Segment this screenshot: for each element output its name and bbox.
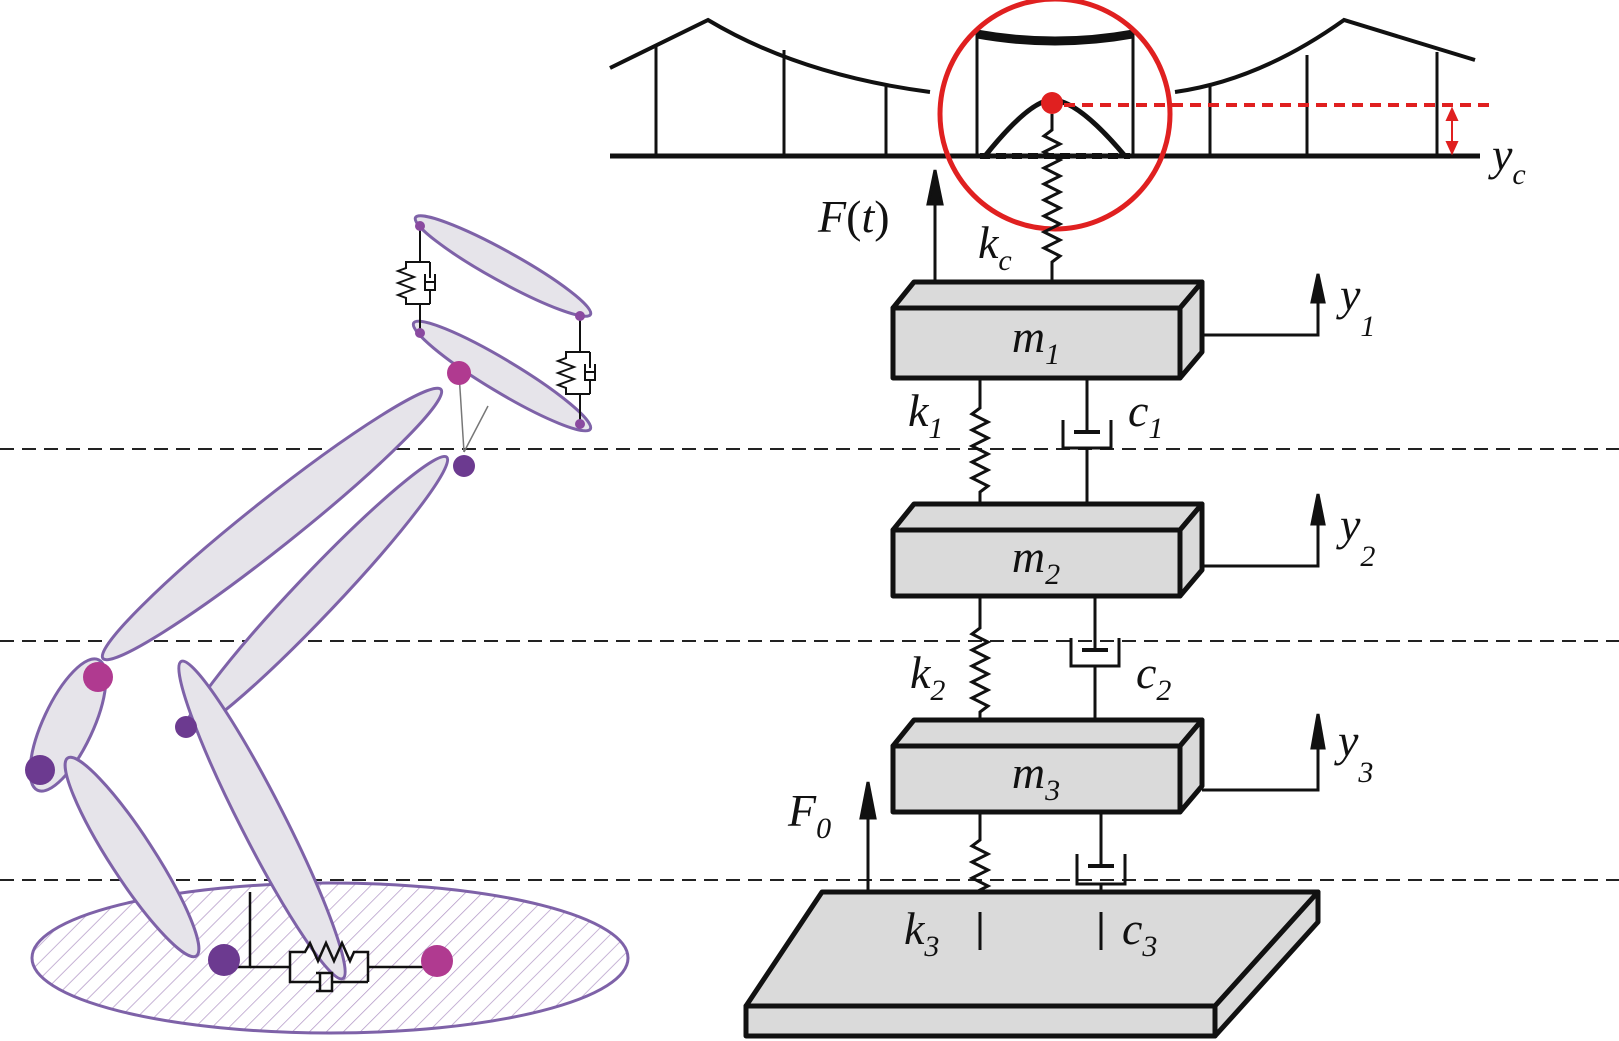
damper-c1: [1061, 378, 1113, 508]
ground-base: [743, 889, 1321, 1039]
thigh-front-segment: [100, 386, 444, 662]
mass-m3: [890, 717, 1205, 815]
contact-point: [1041, 92, 1063, 114]
walking-figure: [25, 214, 630, 1035]
spring-kc: [1040, 114, 1064, 282]
label-k2: k2: [910, 647, 945, 707]
displacement-y3-arrow: [1202, 713, 1326, 792]
displacement-y1-arrow: [1202, 273, 1326, 337]
mass-m1: [890, 279, 1205, 381]
mass-m2: [890, 501, 1205, 599]
knee-joint-front: [83, 662, 113, 692]
spring-k1: [968, 378, 992, 508]
label-k3: k3: [904, 903, 939, 963]
label-c2: c2: [1136, 647, 1171, 707]
bridge-cable-right: [1174, 17, 1476, 94]
shank-back-segment: [177, 659, 347, 981]
trunk-spring-damper-left: [395, 226, 436, 333]
highlight-circle: [937, 0, 1173, 232]
upper-body-segment: [413, 214, 593, 318]
trunk-spring-damper-right: [555, 316, 596, 424]
ankle-joint-front: [25, 755, 55, 785]
label-force-f0: F0: [787, 785, 831, 845]
deflection-arrow: [1445, 106, 1459, 156]
label-m3: m3: [1012, 747, 1060, 807]
hip-joint: [447, 361, 471, 385]
label-y2: y2: [1336, 499, 1375, 573]
foot-joint-back: [421, 945, 453, 977]
label-y1: y1: [1336, 269, 1375, 343]
label-c3: c3: [1122, 903, 1157, 963]
label-yc: yc: [1488, 129, 1526, 191]
bridge-hangers: [654, 46, 1439, 156]
label-m1: m1: [1012, 311, 1060, 371]
label-y3: y3: [1334, 715, 1373, 789]
pelvis-segment: [411, 319, 593, 433]
knee-joint-back: [175, 716, 197, 738]
label-force-ft: F(t): [817, 191, 890, 242]
hip-joint-back: [453, 455, 475, 477]
displacement-y2-arrow: [1202, 493, 1326, 568]
damper-c2: [1069, 596, 1121, 735]
label-k1: k1: [908, 385, 943, 445]
force-ft-arrow: [926, 169, 944, 282]
label-c1: c1: [1128, 385, 1163, 445]
label-m2: m2: [1012, 531, 1060, 591]
label-kc: kc: [978, 217, 1012, 277]
bridge-structure: [609, 17, 1480, 159]
bridge-cable-highlight: [976, 29, 1134, 46]
foot-joint-front: [208, 944, 240, 976]
bridge-cable-left: [609, 17, 931, 94]
foot-front-segment: [63, 755, 201, 959]
spring-k2: [968, 596, 992, 735]
